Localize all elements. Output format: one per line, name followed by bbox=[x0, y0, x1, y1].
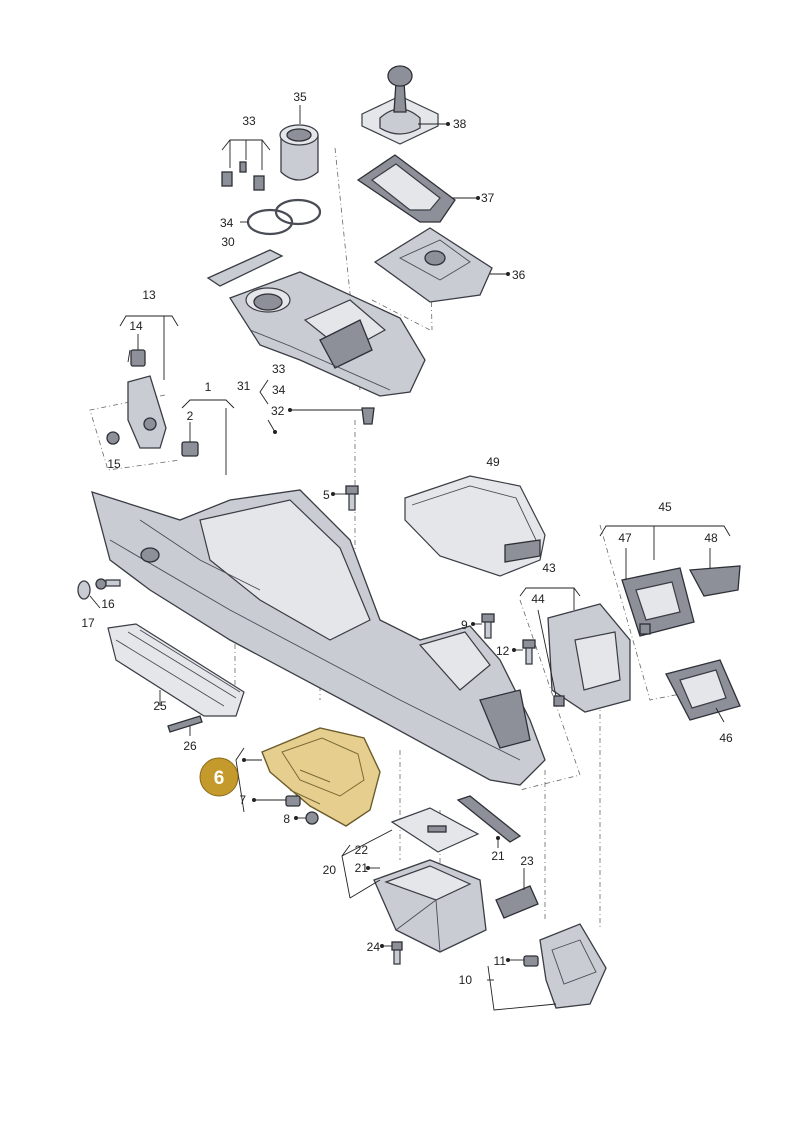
label-1: 1 bbox=[205, 380, 212, 394]
label-49: 49 bbox=[486, 455, 500, 469]
label-2: 2 bbox=[187, 409, 194, 423]
main-center-console bbox=[91, 489, 546, 786]
label-34-top: 34 bbox=[220, 216, 234, 230]
highlight-badge-6: 6 bbox=[199, 757, 239, 797]
storage-box-20 bbox=[373, 859, 487, 953]
label-5: 5 bbox=[323, 488, 330, 502]
label-13: 13 bbox=[142, 288, 156, 302]
storage-net-21 bbox=[456, 795, 522, 843]
trim-strip bbox=[206, 249, 284, 287]
clip-32 bbox=[361, 407, 375, 425]
seal-ring bbox=[246, 198, 322, 236]
label-34-mid: 34 bbox=[272, 383, 286, 397]
label-15: 15 bbox=[107, 457, 121, 471]
gear-knob-boot bbox=[361, 65, 439, 145]
label-12: 12 bbox=[496, 644, 510, 658]
nut-8 bbox=[305, 811, 319, 825]
label-37: 37 bbox=[481, 191, 495, 205]
label-36: 36 bbox=[512, 268, 526, 282]
label-21-left: 21 bbox=[355, 861, 369, 875]
label-45: 45 bbox=[658, 500, 672, 514]
label-11: 11 bbox=[494, 954, 507, 968]
clip-2 bbox=[181, 441, 199, 457]
label-47: 47 bbox=[618, 531, 632, 545]
part-labels: 35 38 33 37 34 30 36 13 14 33 31 34 1 32… bbox=[81, 90, 733, 987]
highlight-badge-label: 6 bbox=[214, 768, 225, 789]
label-7: 7 bbox=[239, 793, 246, 807]
rear-bracket-10 bbox=[523, 923, 607, 1009]
label-17: 17 bbox=[81, 616, 95, 630]
label-8: 8 bbox=[283, 812, 290, 826]
label-35: 35 bbox=[293, 90, 307, 104]
label-16: 16 bbox=[101, 597, 115, 611]
vent-housing bbox=[547, 603, 631, 713]
label-43: 43 bbox=[542, 561, 556, 575]
storage-net-25 bbox=[107, 623, 245, 717]
label-26: 26 bbox=[183, 739, 197, 753]
screw-24 bbox=[391, 941, 403, 965]
label-21-right: 21 bbox=[491, 849, 505, 863]
label-33-mid: 33 bbox=[272, 362, 286, 376]
plug-17 bbox=[77, 580, 91, 600]
screw-5 bbox=[345, 485, 359, 511]
shift-panel bbox=[373, 227, 493, 303]
label-46: 46 bbox=[719, 731, 733, 745]
label-9: 9 bbox=[461, 618, 468, 632]
label-22: 22 bbox=[355, 843, 369, 857]
leader-lines bbox=[89, 105, 731, 1011]
cup-holder-insert bbox=[279, 124, 319, 181]
shift-frame bbox=[356, 154, 456, 223]
label-30: 30 bbox=[221, 235, 235, 249]
clip-7 bbox=[285, 795, 301, 807]
cover-plate-22 bbox=[390, 807, 480, 853]
armrest bbox=[404, 475, 546, 577]
screw-16 bbox=[95, 578, 121, 590]
label-23: 23 bbox=[520, 854, 534, 868]
screws-9-12 bbox=[481, 613, 536, 665]
label-20: 20 bbox=[323, 863, 337, 877]
connector-23 bbox=[495, 885, 539, 919]
label-32: 32 bbox=[271, 404, 285, 418]
label-14: 14 bbox=[129, 319, 143, 333]
label-31: 31 bbox=[237, 379, 251, 393]
label-44: 44 bbox=[531, 592, 545, 606]
side-bracket bbox=[127, 349, 167, 449]
highlighted-bracket-6 bbox=[261, 727, 381, 827]
label-25: 25 bbox=[153, 699, 167, 713]
clip-set-top bbox=[221, 161, 265, 191]
upper-console-frame bbox=[229, 271, 426, 397]
control-panel bbox=[665, 659, 741, 721]
label-24: 24 bbox=[367, 940, 381, 954]
screw-26 bbox=[167, 715, 203, 733]
label-10: 10 bbox=[459, 973, 473, 987]
label-38: 38 bbox=[453, 117, 467, 131]
label-33-top: 33 bbox=[242, 114, 256, 128]
label-48: 48 bbox=[704, 531, 718, 545]
rear-vent-assembly bbox=[621, 565, 741, 637]
leader-dots bbox=[242, 122, 516, 962]
nut-15 bbox=[106, 431, 120, 445]
